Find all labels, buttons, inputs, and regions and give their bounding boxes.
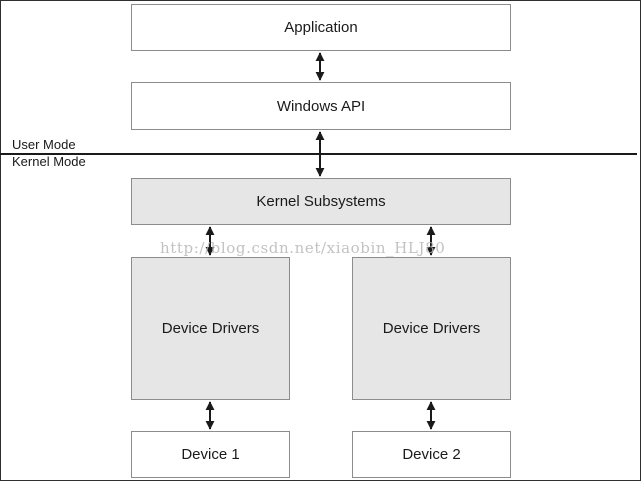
- device-drivers-right-label: Device Drivers: [382, 320, 481, 337]
- device-drivers-left-label: Device Drivers: [161, 320, 260, 337]
- device-1-box: Device 1: [131, 431, 290, 478]
- device-2-label: Device 2: [402, 446, 461, 463]
- windows-api-box: Windows API: [131, 82, 511, 130]
- application-label: Application: [284, 19, 358, 36]
- kernel-subsystems-label: Kernel Subsystems: [256, 193, 386, 210]
- device-2-box: Device 2: [352, 431, 511, 478]
- watermark-text: http://blog.csdn.net/xiaobin_HLJ80: [160, 239, 446, 257]
- device-1-label: Device 1: [181, 446, 240, 463]
- user-mode-label: User Mode: [12, 137, 76, 152]
- device-drivers-left-box: Device Drivers: [131, 257, 290, 400]
- kernel-subsystems-box: Kernel Subsystems: [131, 178, 511, 225]
- application-box: Application: [131, 4, 511, 51]
- device-drivers-right-box: Device Drivers: [352, 257, 511, 400]
- windows-api-label: Windows API: [276, 97, 366, 115]
- kernel-mode-label: Kernel Mode: [12, 154, 86, 169]
